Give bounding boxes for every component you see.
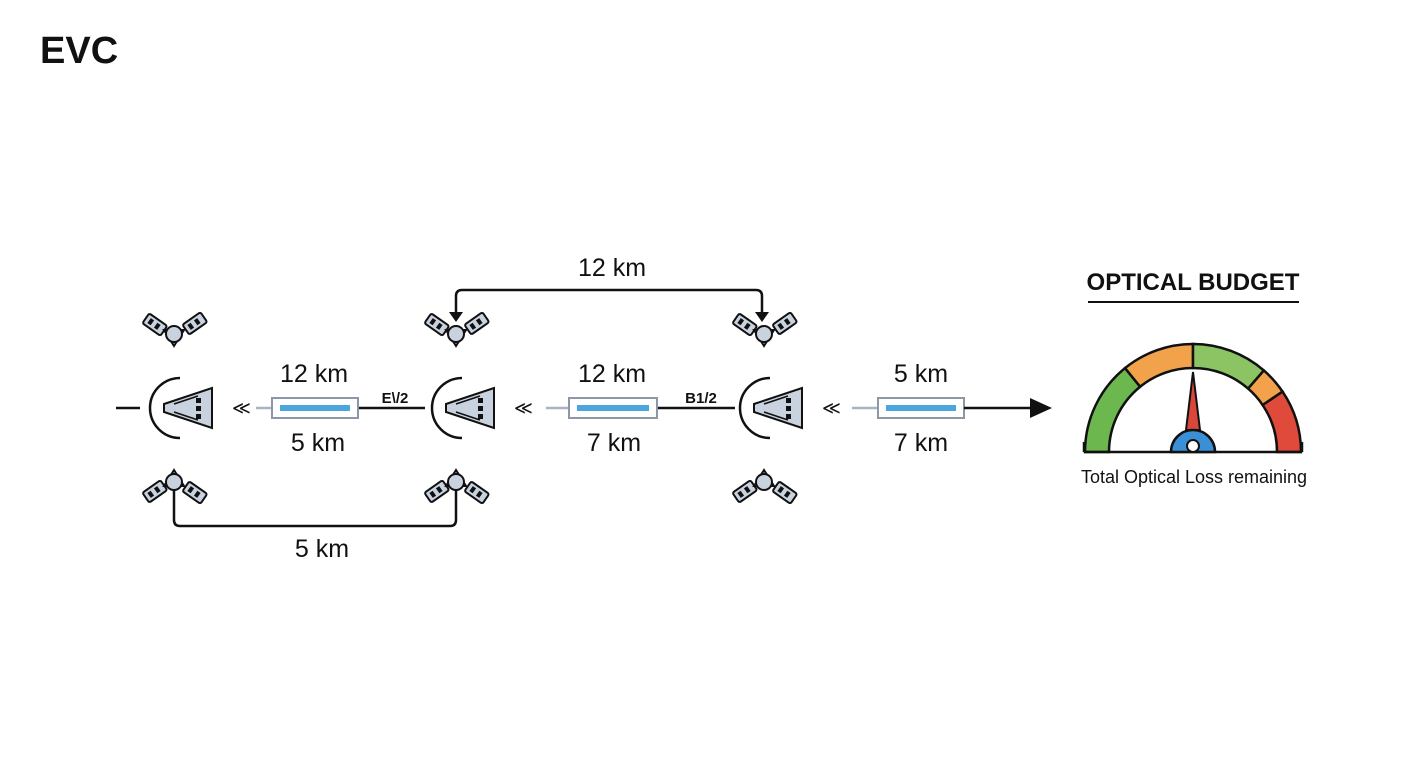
segment-1-tag: E\/2 — [382, 390, 409, 407]
optical-budget-gauge: OPTICAL BUDGET Total Optical Loss remain… — [1081, 269, 1307, 487]
top-bridge-distance: 12 km — [578, 254, 646, 282]
page-title: EVC — [40, 30, 119, 72]
gauge-title: OPTICAL BUDGET — [1087, 269, 1300, 296]
svg-text:≪: ≪ — [232, 398, 251, 418]
arrow-right-icon — [964, 398, 1052, 418]
splitter-node-icon — [732, 312, 803, 504]
fiber-connector-2 — [546, 397, 658, 419]
gauge-zones — [1083, 342, 1303, 454]
segment-3-top-distance: 5 km — [894, 360, 948, 388]
segment-3-bottom-distance: 7 km — [894, 429, 948, 457]
fiber-connector-3 — [852, 397, 965, 419]
fiber-connector-1 — [256, 397, 359, 419]
segment-1-top-distance: 12 km — [280, 360, 348, 388]
splitter-node-icon — [424, 312, 495, 504]
gauge-zone-1 — [1083, 366, 1142, 454]
splitter-node-3[interactable] — [732, 312, 803, 504]
splitter-node-2[interactable] — [424, 312, 495, 504]
segment-2-bottom-distance: 7 km — [587, 429, 641, 457]
svg-text:≪: ≪ — [514, 398, 533, 418]
segment-1-bottom-distance: 5 km — [291, 429, 345, 457]
gauge-zone-5 — [1260, 389, 1303, 454]
splitter-node-1[interactable] — [142, 312, 213, 504]
segment-2-tag: B1/2 — [685, 390, 717, 407]
top-bridge-route — [449, 288, 769, 322]
gauge-needle — [1184, 371, 1202, 431]
gauge-caption: Total Optical Loss remaining — [1081, 467, 1307, 487]
segment-2-top-distance: 12 km — [578, 360, 646, 388]
splitter-node-icon — [142, 312, 213, 504]
gauge-zone-2 — [1123, 342, 1195, 389]
bottom-bridge-route — [172, 490, 458, 528]
bottom-bridge-distance: 5 km — [295, 535, 349, 563]
svg-text:≪: ≪ — [822, 398, 841, 418]
